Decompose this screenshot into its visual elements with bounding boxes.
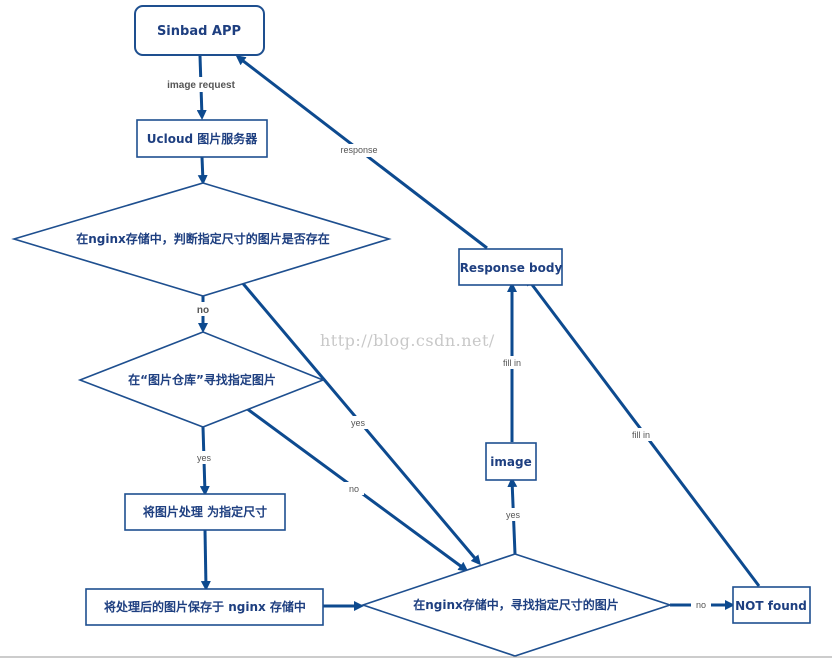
node-image-label: image bbox=[490, 455, 531, 469]
node-check-nginx-label: 在nginx存储中，判断指定尺寸的图片是否存在 bbox=[76, 231, 330, 246]
label-yes-1: yes bbox=[351, 418, 366, 428]
node-ucloud-label: Ucloud 图片服务器 bbox=[147, 131, 259, 146]
label-bg-yes-1 bbox=[348, 416, 368, 429]
label-bg-yes-3 bbox=[502, 508, 524, 521]
node-find-repo bbox=[77, 331, 326, 428]
label-image-request: image request bbox=[167, 80, 235, 91]
node-find-nginx bbox=[360, 553, 673, 657]
label-no-2: no bbox=[349, 484, 359, 494]
node-save-nginx bbox=[85, 588, 324, 626]
label-fill-in-2: fill in bbox=[632, 430, 650, 440]
node-check-nginx bbox=[11, 182, 392, 297]
watermark-text: http://blog.csdn.net/ bbox=[320, 331, 495, 350]
node-ucloud bbox=[136, 119, 268, 158]
node-not-found bbox=[732, 586, 811, 624]
label-yes-2: yes bbox=[197, 453, 212, 463]
node-find-nginx-label: 在nginx存储中，寻找指定尺寸的图片 bbox=[413, 597, 619, 612]
label-bg-no-2 bbox=[344, 482, 364, 495]
label-bg-no-1 bbox=[193, 302, 213, 316]
node-find-repo-label: 在“图片仓库”寻找指定图片 bbox=[128, 372, 276, 387]
label-yes-3: yes bbox=[506, 510, 521, 520]
label-response: response bbox=[340, 145, 377, 155]
label-bg-yes-2 bbox=[193, 451, 215, 464]
label-bg-fill-in-1 bbox=[498, 356, 526, 369]
label-bg-no-3 bbox=[691, 598, 711, 611]
node-sinbad-app bbox=[134, 5, 265, 56]
node-process-label: 将图片处理 为指定尺寸 bbox=[143, 504, 267, 519]
node-not-found-label: NOT found bbox=[735, 599, 807, 613]
node-image bbox=[485, 442, 537, 481]
node-sinbad-app-label: Sinbad APP bbox=[157, 24, 241, 39]
node-save-nginx-label: 将处理后的图片保存于 nginx 存储中 bbox=[104, 599, 306, 614]
label-bg-fill-in-2 bbox=[627, 428, 655, 441]
node-response-body bbox=[458, 248, 563, 286]
label-fill-in-1: fill in bbox=[503, 358, 521, 368]
edge-process-to-save bbox=[200, 529, 211, 591]
label-bg-response bbox=[336, 144, 382, 157]
label-bg-image-request bbox=[163, 77, 239, 92]
node-response-body-label: Response body bbox=[460, 261, 563, 275]
label-no-3: no bbox=[696, 600, 706, 610]
edge-ucloud-to-check bbox=[197, 156, 208, 185]
node-process bbox=[124, 493, 286, 531]
label-no-1: no bbox=[197, 305, 209, 316]
